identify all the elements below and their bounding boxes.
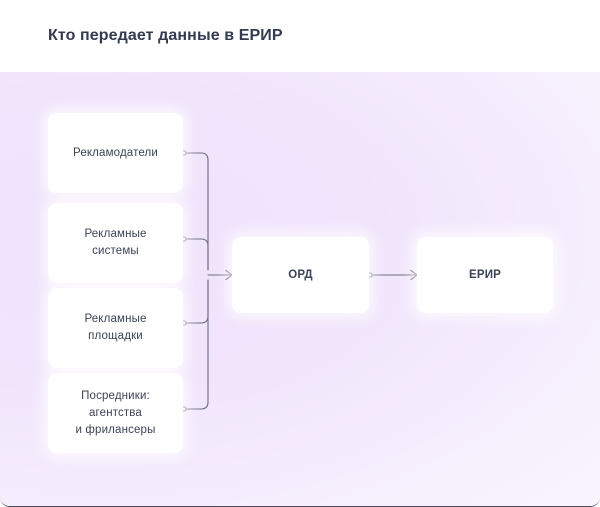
node-intermediaries-label: Посредники: агентства и фрилансеры [75, 389, 156, 436]
node-advertisers-label: Рекламодатели [73, 146, 158, 159]
node-ad-systems-label: Рекламные системы [84, 228, 147, 257]
node-intermediaries[interactable]: Посредники: агентства и фрилансеры [48, 373, 183, 453]
node-advertisers[interactable]: Рекламодатели [48, 113, 183, 193]
page-title: Кто передает данные в ЕРИР [48, 27, 283, 44]
node-ad-systems[interactable]: Рекламные системы [48, 203, 183, 283]
node-erir-label: ЕРИР [469, 268, 501, 281]
node-erir[interactable]: ЕРИР [417, 237, 553, 313]
card-header: Кто передает данные в ЕРИР [0, 0, 600, 72]
node-ad-platforms[interactable]: Рекламные площадки [48, 288, 183, 368]
node-ad-platforms-label: Рекламные площадки [84, 313, 147, 342]
node-ord[interactable]: ОРД [232, 237, 369, 313]
node-ord-label: ОРД [288, 268, 313, 281]
